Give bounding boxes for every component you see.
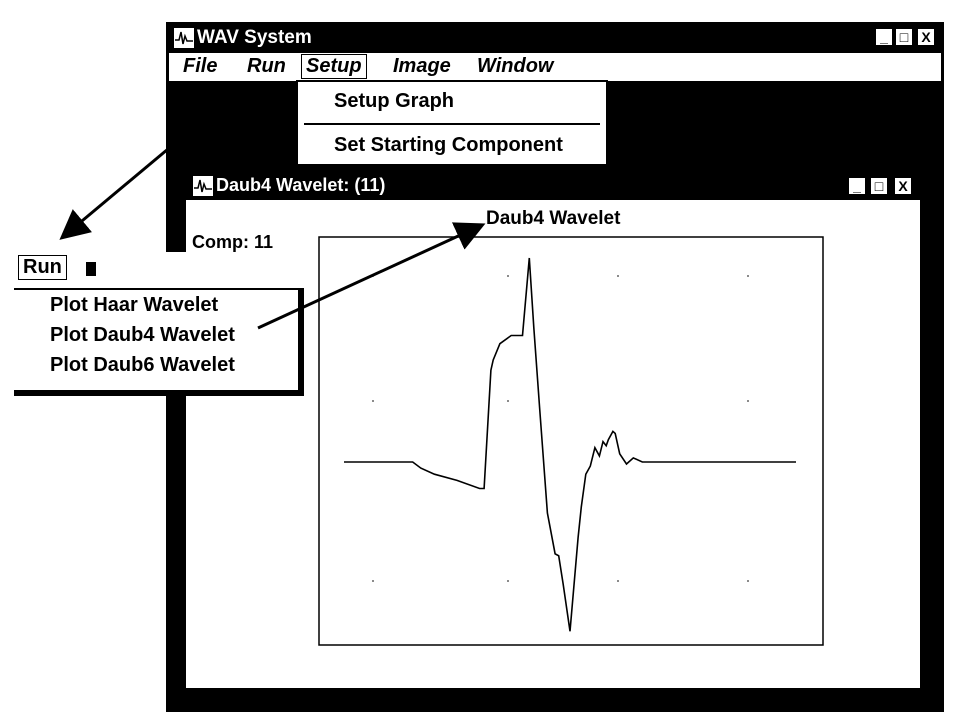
maximize-button[interactable]: □ (895, 28, 913, 46)
child-title-bar[interactable]: Daub4 Wavelet: (11) _ □ X (186, 172, 920, 200)
plot-tick-dot (747, 275, 749, 277)
plot-tick-dot (372, 580, 374, 582)
chart-title: Daub4 Wavelet (486, 208, 621, 229)
menu-item-set-starting-component[interactable]: Set Starting Component (334, 134, 563, 156)
setup-dropdown-menu: Setup Graph Set Starting Component (296, 80, 608, 166)
menu-item-plot-daub4[interactable]: Plot Daub4 Wavelet (50, 324, 235, 346)
menu-bar: File Run Setup Image Window (169, 53, 941, 81)
menu-item-plot-daub6[interactable]: Plot Daub6 Wavelet (50, 354, 235, 376)
run-menu-callout: Run Plot Haar Wavelet Plot Daub4 Wavelet… (14, 252, 304, 396)
menu-image[interactable]: Image (393, 55, 451, 77)
plot-tick-dot (507, 580, 509, 582)
main-title-bar[interactable]: WAV System _ □ X (169, 25, 941, 51)
plot-tick-dot (372, 400, 374, 402)
plot-tick-dot (747, 580, 749, 582)
child-app-icon[interactable] (192, 175, 214, 197)
plot-tick-dot (507, 400, 509, 402)
menu-item-setup-graph[interactable]: Setup Graph (334, 90, 455, 112)
wavelet-plot (318, 236, 824, 646)
menu-window[interactable]: Window (477, 55, 554, 77)
menu-item-plot-haar[interactable]: Plot Haar Wavelet (50, 294, 219, 316)
child-window-daub4: Daub4 Wavelet: (11) _ □ X Daub4 Wavelet … (184, 170, 922, 690)
plot-tick-dot (747, 400, 749, 402)
child-maximize-button[interactable]: □ (870, 177, 888, 195)
run-menu-title[interactable]: Run (18, 255, 67, 280)
minimize-button[interactable]: _ (875, 28, 893, 46)
component-label: Comp: 11 (192, 232, 274, 252)
plot-frame (318, 236, 824, 646)
child-close-button[interactable]: X (894, 177, 912, 195)
app-icon[interactable] (173, 27, 195, 49)
run-menu-list: Plot Haar Wavelet Plot Daub4 Wavelet Plo… (14, 288, 304, 396)
menu-file[interactable]: File (183, 55, 218, 77)
plot-tick-dot (617, 275, 619, 277)
child-minimize-button[interactable]: _ (848, 177, 866, 195)
arrow-run-menu (59, 142, 175, 240)
menu-run[interactable]: Run (247, 55, 286, 77)
wavelet-line (344, 257, 796, 632)
menu-setup[interactable]: Setup (301, 54, 367, 79)
main-window-title: WAV System (197, 27, 312, 48)
menu-separator (304, 123, 600, 125)
plot-tick-dot (372, 275, 374, 277)
close-button[interactable]: X (917, 28, 935, 46)
run-menu-indicator (86, 262, 96, 276)
plot-tick-dot (507, 275, 509, 277)
child-window-title: Daub4 Wavelet: (11) (216, 175, 386, 195)
plot-tick-dot (617, 580, 619, 582)
